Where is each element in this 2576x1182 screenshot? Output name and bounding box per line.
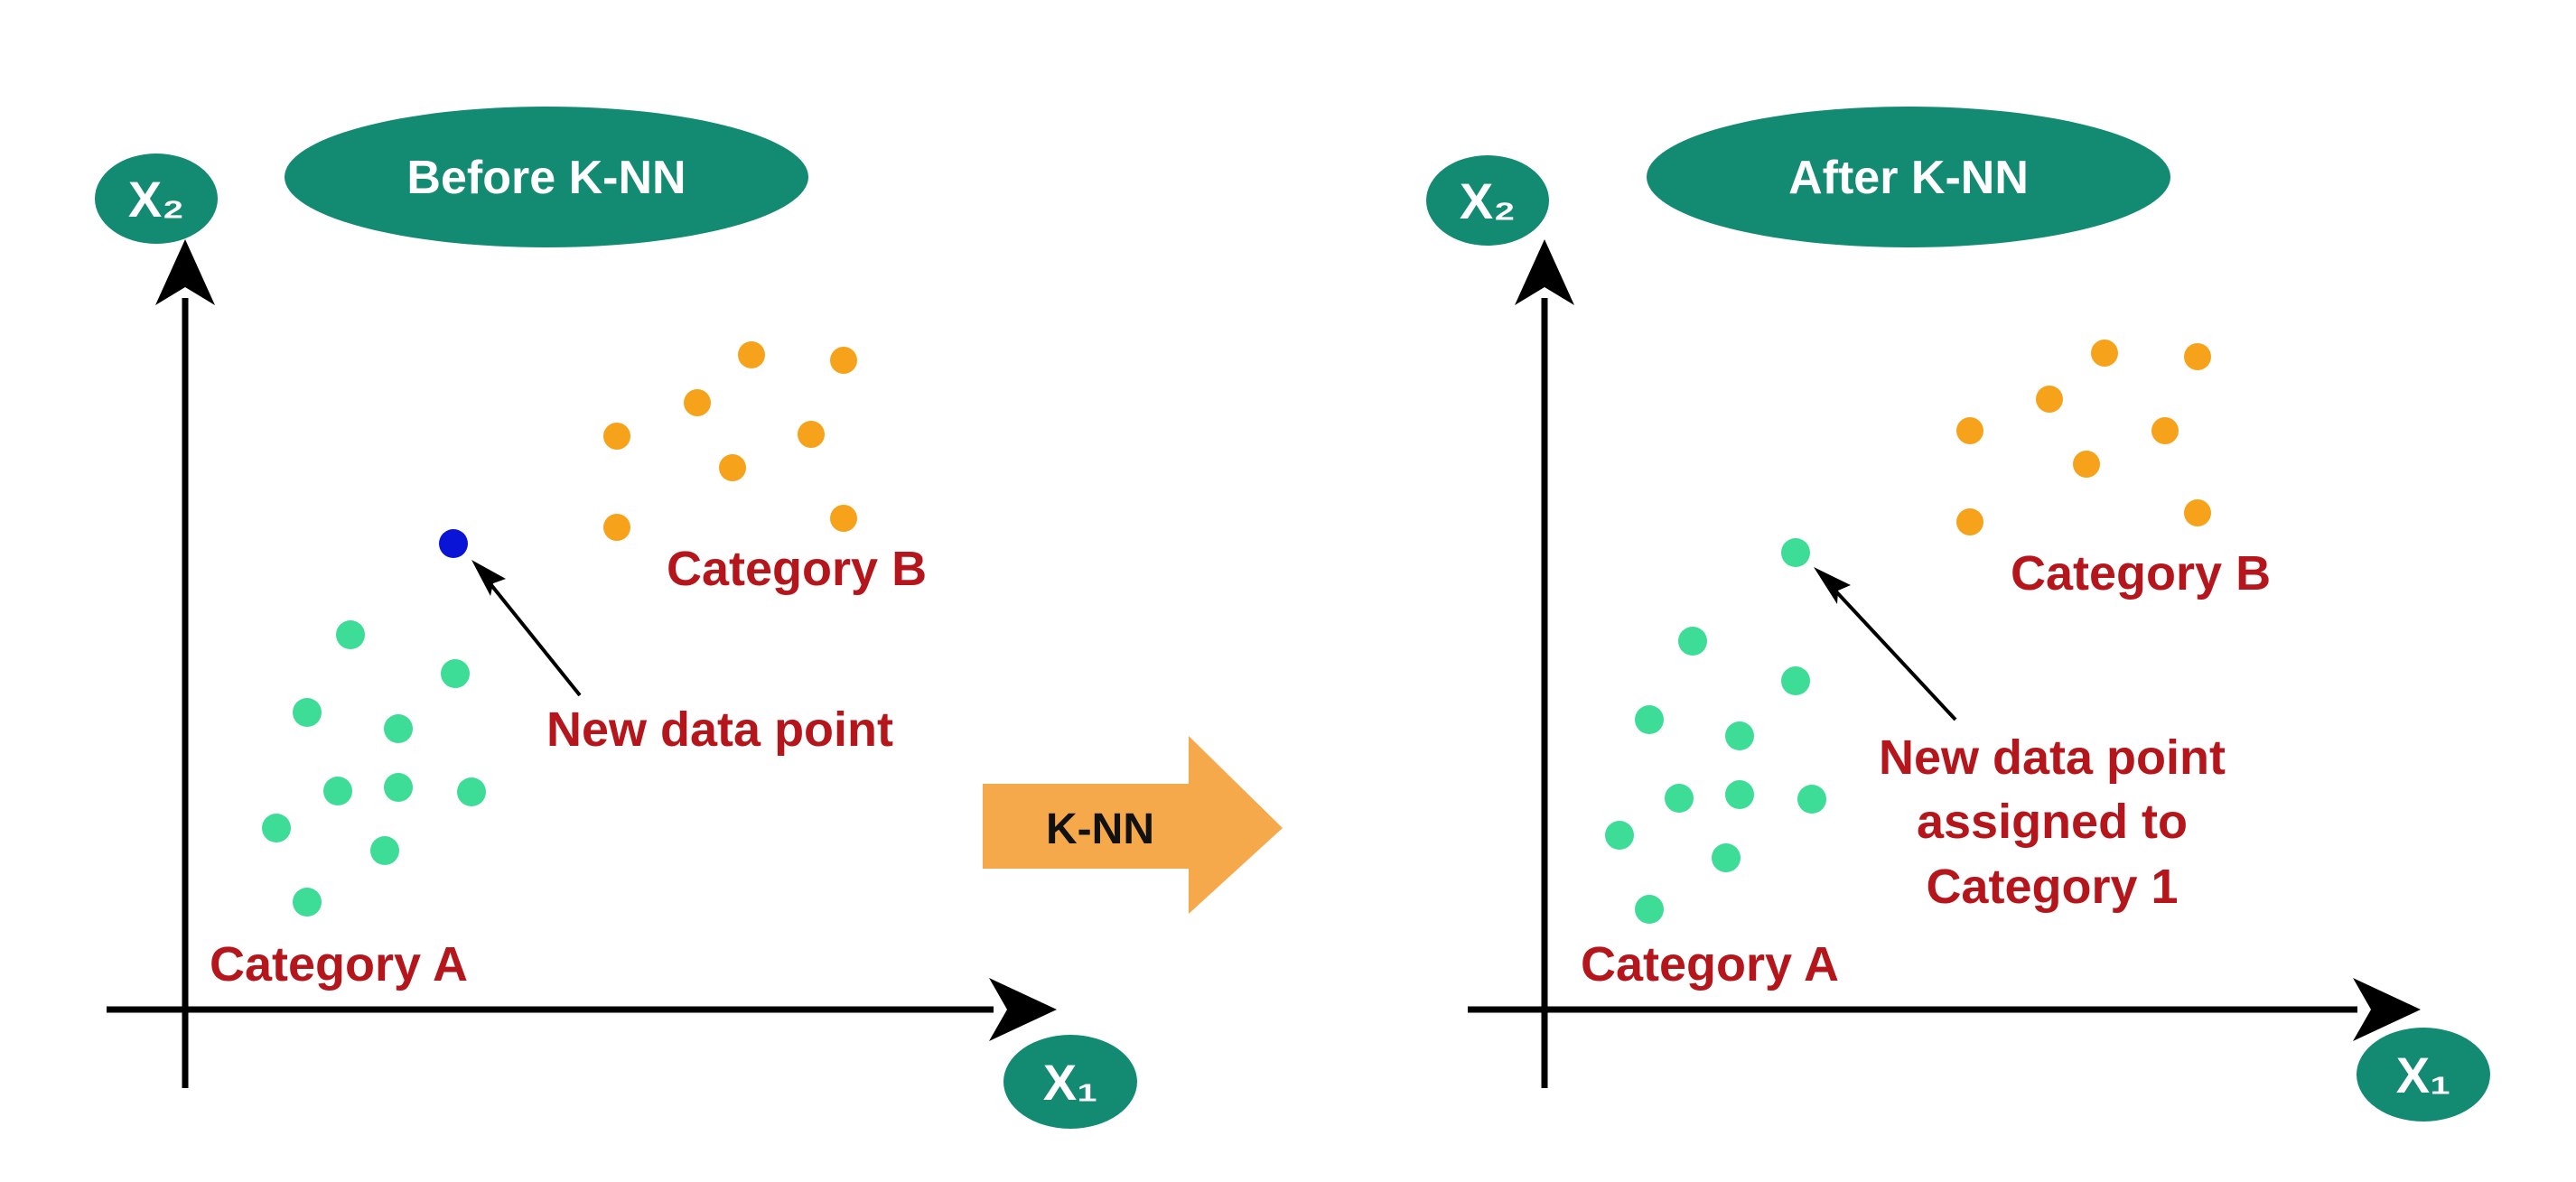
data-point [1956,417,1983,444]
right-category-b-points [1956,340,2211,535]
data-point [1712,843,1741,872]
right-assigned-data-point [1781,538,1810,567]
data-point [2091,340,2118,367]
data-point [603,423,630,450]
left-title-pill [285,107,808,247]
right-y-axis-badge [1426,155,1549,246]
right-y-arrowhead-icon [1515,239,1574,305]
data-point [1781,666,1810,695]
left-pointer-arrowhead-icon [471,560,506,596]
right-category-a-points [1605,538,1826,924]
right-pointer-arrowhead-icon [1814,567,1851,604]
data-point [2036,386,2063,413]
left-new-point-label: New data point [546,703,893,757]
data-point [684,389,711,416]
right-y-axis-label: X₂ [1460,172,1516,229]
right-x-axis-badge [2357,1028,2490,1122]
right-category-a-label: Category A [1581,937,1839,991]
data-point [1635,705,1664,734]
data-point [1665,784,1694,813]
right-title-text: After K-NN [1788,152,2029,204]
data-point [738,341,765,368]
transition-arrow-label: K-NN [1046,805,1154,853]
data-point [798,421,825,448]
left-y-axis-label: X₂ [128,171,184,228]
data-point [293,888,322,917]
data-point [1956,508,1983,535]
data-point [1635,895,1664,924]
right-panel: After K-NN X₂ X₁ [1426,107,2490,1122]
data-point [262,814,291,842]
left-category-a-points [262,620,486,917]
left-y-arrowhead-icon [155,239,215,305]
right-new-point-label-line-2: assigned to [1917,795,2188,849]
data-point [441,659,470,688]
right-new-point-label: New data point assigned to Category 1 [1879,731,2226,914]
right-category-b-label: Category B [2011,546,2271,600]
data-point [1797,785,1826,814]
right-title-pill [1647,107,2170,247]
data-point [2184,499,2211,526]
left-x-axis-badge [1003,1035,1137,1129]
left-title-text: Before K-NN [406,152,686,204]
left-x-axis-label: X₁ [1043,1054,1098,1111]
left-x-arrowhead-icon [989,978,1057,1041]
data-point [384,773,413,802]
left-new-data-point [439,529,468,558]
data-point [2184,343,2211,370]
right-x-arrowhead-icon [2353,978,2421,1041]
right-new-point-label-line-1: New data point [1879,731,2226,785]
data-point [603,514,630,541]
left-category-b-label: Category B [667,542,927,596]
data-point [336,620,365,649]
data-point [2151,417,2179,444]
data-point [457,777,486,806]
data-point [830,347,857,374]
right-new-point-label-line-3: Category 1 [1926,860,2178,914]
right-pointer-line [1832,587,1957,721]
data-point [2073,451,2100,478]
data-point [1725,780,1754,809]
data-point [384,714,413,743]
right-x-axis-label: X₁ [2396,1047,2451,1103]
data-point [719,454,746,481]
data-point [1725,721,1754,750]
left-pointer-line [486,579,582,697]
left-y-axis-badge [95,154,218,244]
right-arrow-icon [983,736,1283,914]
data-point [830,505,857,532]
knn-transition-arrow: K-NN [983,736,1283,914]
left-category-b-points [603,341,857,541]
data-point [1605,821,1634,850]
data-point [323,777,352,805]
left-panel: Before K-NN X₂ X₁ [95,107,1137,1129]
left-category-a-label: Category A [210,937,468,991]
data-point [293,698,322,727]
data-point [370,836,399,865]
data-point [1678,627,1707,656]
